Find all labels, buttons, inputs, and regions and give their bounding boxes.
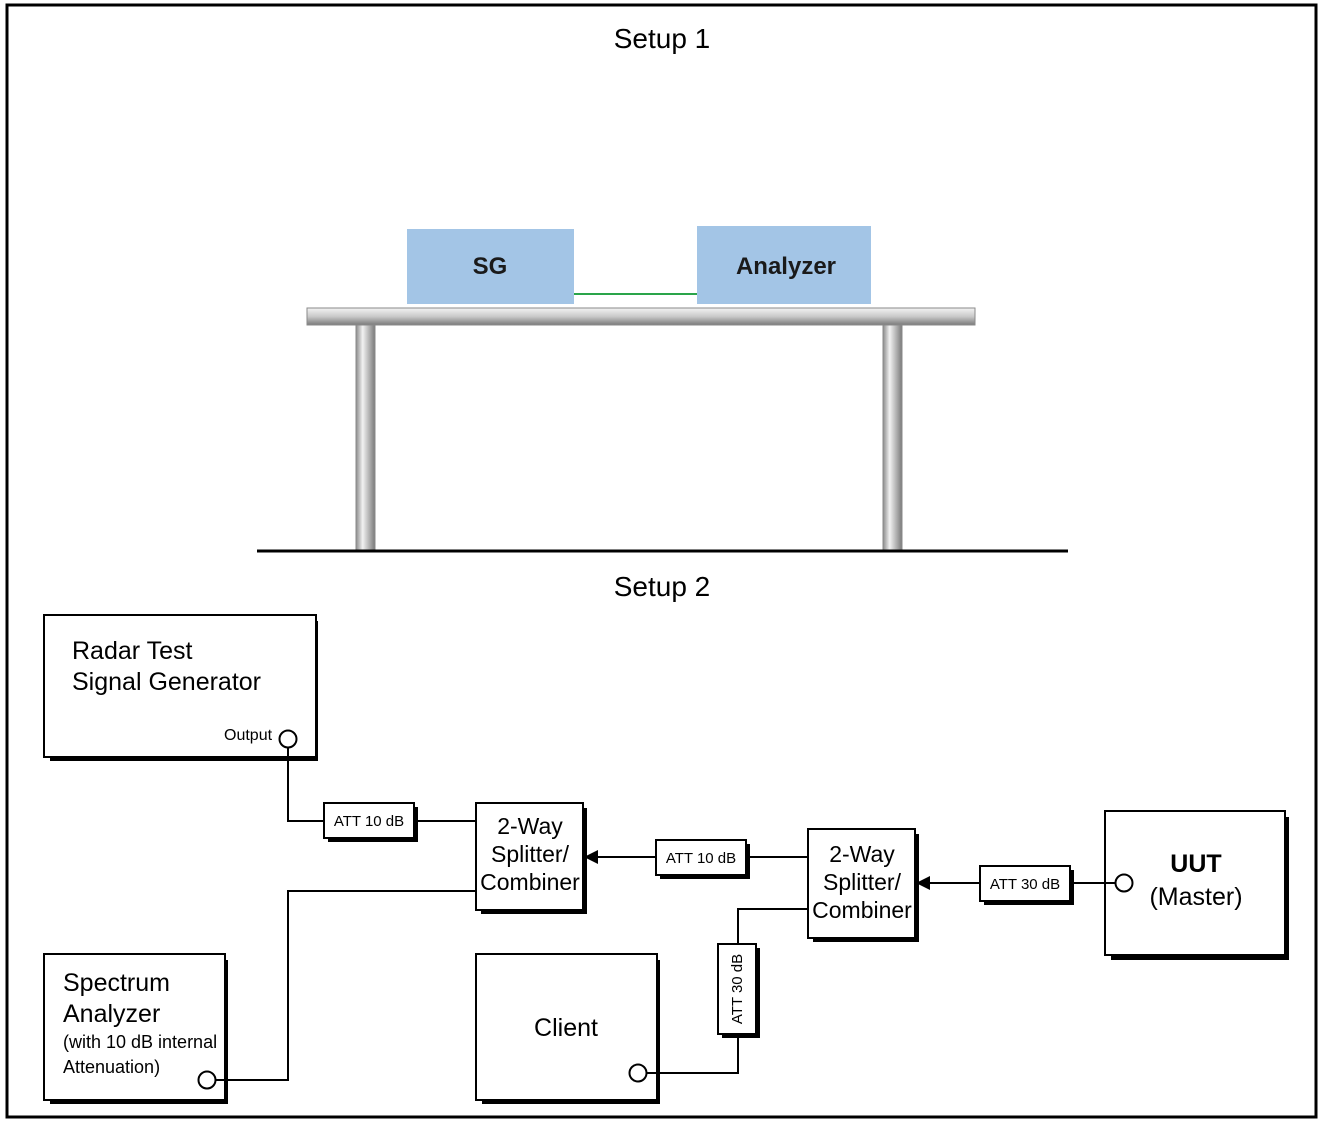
arrow-into-left-splitter [584, 850, 598, 864]
splitter-left-line3: Combiner [480, 869, 580, 895]
splitter-left-line2: Splitter/ [491, 841, 570, 867]
setup-1-title: Setup 1 [614, 23, 711, 54]
client-port [628, 1063, 648, 1083]
att-uut-label: ATT 30 dB [990, 876, 1060, 893]
table-top [306, 307, 976, 326]
uut-master: UUT (Master) [1104, 810, 1289, 960]
radar-gen-output-port [278, 729, 298, 749]
splitter-combiner-right: 2-Way Splitter/ Combiner [807, 828, 919, 942]
attenuator-uut: ATT 30 dB [979, 865, 1074, 905]
sg-box [407, 229, 574, 304]
radar-signal-generator: Radar Test Signal Generator Output [43, 614, 318, 761]
spectrum-line4: Attenuation) [63, 1057, 160, 1077]
uut-line1: UUT [1170, 850, 1221, 878]
uut-line2: (Master) [1149, 883, 1242, 911]
attenuator-client: ATT 30 dB [717, 943, 760, 1038]
spectrum-line2: Analyzer [63, 1000, 160, 1028]
splitter-left-line1: 2-Way [497, 813, 563, 839]
spectrum-analyzer: Spectrum Analyzer (with 10 dB internal A… [43, 953, 228, 1104]
table-leg-left [355, 324, 376, 551]
radar-gen-line1: Radar Test [72, 637, 192, 665]
outer-border [5, 3, 1318, 1119]
spectrum-input-port [197, 1070, 217, 1090]
radar-gen-output-label: Output [224, 727, 273, 744]
spectrum-line1: Spectrum [63, 969, 170, 997]
setup-2: Setup 2 Radar Test Signal Generator Outp… [43, 571, 1289, 1104]
uut-port [1114, 873, 1134, 893]
client-device: Client [475, 953, 660, 1104]
spectrum-line3: (with 10 dB internal [63, 1032, 217, 1052]
att-gen-label: ATT 10 dB [334, 813, 404, 830]
arrow-into-right-splitter [916, 876, 930, 890]
splitter-combiner-left: 2-Way Splitter/ Combiner [475, 802, 587, 914]
connection-lines [216, 748, 1115, 1081]
analyzer-label: Analyzer [736, 253, 836, 280]
att-client-label: ATT 30 dB [729, 954, 746, 1024]
setup-2-title: Setup 2 [614, 571, 711, 602]
sg-label: SG [473, 253, 508, 280]
table-leg-right [882, 324, 903, 551]
analyzer-box [697, 226, 871, 304]
splitter-right-line2: Splitter/ [823, 869, 902, 895]
client-label: Client [534, 1014, 598, 1042]
radar-gen-line2: Signal Generator [72, 668, 261, 696]
setup-1: Setup 1 SG Analyzer [257, 23, 1068, 553]
att-mid-label: ATT 10 dB [666, 850, 736, 867]
splitter-right-line3: Combiner [812, 897, 912, 923]
attenuator-gen: ATT 10 dB [323, 802, 418, 842]
splitter-right-line1: 2-Way [829, 841, 895, 867]
attenuator-mid: ATT 10 dB [655, 839, 750, 879]
